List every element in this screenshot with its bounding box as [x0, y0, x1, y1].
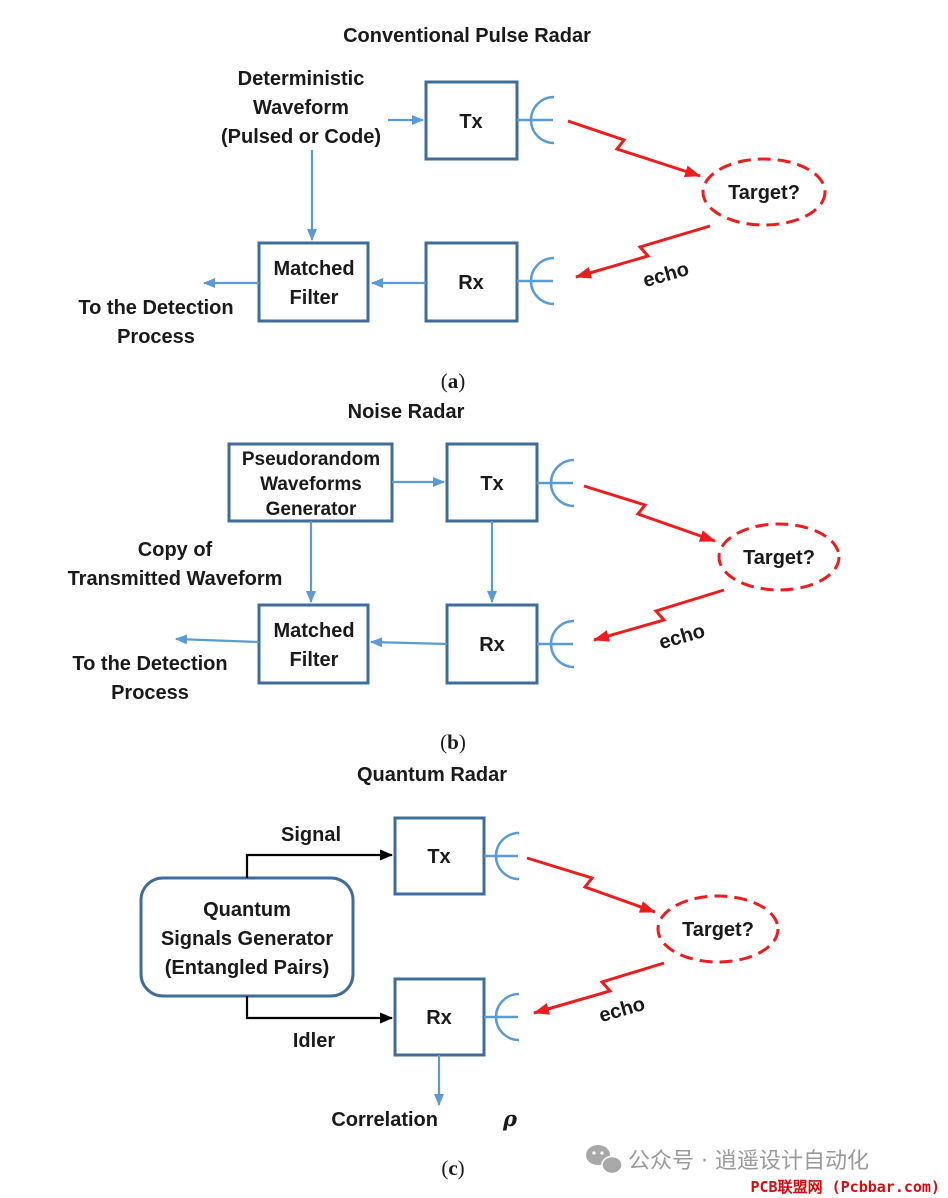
panel-c-rx-antenna-icon — [484, 992, 520, 1042]
panel-a-echo-label: echo — [641, 258, 692, 292]
panel-a-target-label: Target? — [728, 182, 800, 204]
panel-b-gen-label-2: Waveforms — [260, 474, 362, 495]
watermark-text: 公众号 · 逍遥设计自动化 — [628, 1149, 869, 1174]
panel-a: Conventional Pulse Radar Deterministic W… — [78, 25, 827, 393]
panel-b-rx-to-filter-arrow — [370, 637, 448, 648]
panel-b-output-label-2: Process — [111, 682, 189, 704]
panel-a-tx-label: Tx — [459, 111, 482, 133]
panel-b-caption: (b) — [440, 730, 466, 754]
panel-b-rx-label: Rx — [479, 634, 505, 656]
panel-c-target-label: Target? — [682, 919, 754, 941]
panel-c-target-ellipse — [656, 894, 780, 964]
panel-a-caption: (a) — [441, 369, 466, 393]
panel-b: Noise Radar Pseudorandom Waveforms Gener… — [68, 401, 841, 754]
panel-c: Quantum Radar Quantum Signals Generator … — [139, 764, 780, 1180]
panel-a-tx-antenna-icon — [517, 95, 555, 145]
panel-c-gen-label-1: Quantum — [203, 899, 291, 921]
panel-c-rx-label: Rx — [426, 1007, 452, 1029]
panel-b-title: Noise Radar — [348, 401, 465, 423]
panel-b-output-label-1: To the Detection — [72, 653, 227, 675]
panel-b-target-ellipse — [717, 522, 841, 592]
panel-c-transmit-signal-arrow — [526, 856, 656, 914]
panel-b-tx-label: Tx — [480, 473, 503, 495]
panel-b-echo-signal-arrow — [593, 588, 725, 642]
panel-b-echo-label: echo — [657, 620, 708, 654]
panel-c-caption: (c) — [441, 1156, 464, 1180]
panel-a-input-label-1: Deterministic — [238, 68, 365, 90]
panel-a-output-label-2: Process — [117, 326, 195, 348]
panel-b-copy-label-2: Transmitted Waveform — [68, 568, 283, 590]
panel-a-filter-label-1: Matched — [273, 258, 354, 280]
panel-b-filter-label-1: Matched — [273, 620, 354, 642]
panel-c-gen-label-2: Signals Generator — [161, 928, 333, 950]
panel-c-echo-signal-arrow — [533, 961, 665, 1015]
panel-a-target-ellipse — [701, 157, 827, 227]
panel-a-transmit-signal-arrow — [567, 119, 701, 178]
signal-path-arrow — [245, 849, 393, 878]
panel-a-filter-label-2: Filter — [290, 287, 339, 309]
panel-c-tx-label: Tx — [427, 846, 450, 868]
panel-b-filter-label-2: Filter — [290, 649, 339, 671]
watermark: 公众号 · 逍遥设计自动化 PCB联盟网 (Pcbbar.com) — [586, 1145, 940, 1196]
panel-c-tx-box — [393, 816, 486, 896]
panel-c-rx-box — [393, 977, 486, 1057]
panel-a-echo-signal-arrow — [575, 224, 711, 279]
panel-c-tx-antenna-icon — [484, 831, 520, 881]
panel-c-idler-label: Idler — [293, 1030, 335, 1052]
idler-path-arrow — [245, 996, 393, 1024]
panel-c-signal-label: Signal — [281, 824, 341, 846]
panel-c-title: Quantum Radar — [357, 764, 507, 786]
panel-b-filter-output-arrow — [175, 634, 260, 645]
panel-c-rho-symbol: ρ — [502, 1106, 518, 1131]
panel-b-tx-box — [445, 442, 539, 523]
panel-b-matched-filter-box — [257, 603, 370, 685]
panel-a-input-label-2: Waveform — [253, 97, 349, 119]
panel-a-input-label-3: (Pulsed or Code) — [221, 126, 381, 148]
panel-a-matched-filter-box — [257, 241, 370, 323]
panel-b-gen-label-3: Generator — [266, 499, 357, 520]
panel-a-title: Conventional Pulse Radar — [343, 25, 591, 47]
panel-c-echo-label: echo — [597, 993, 648, 1027]
panel-b-copy-label-1: Copy of — [138, 539, 213, 561]
panel-a-output-label-1: To the Detection — [78, 297, 233, 319]
panel-b-transmit-signal-arrow — [583, 484, 716, 543]
panel-c-correlation-label: Correlation — [331, 1109, 438, 1131]
panel-a-rx-antenna-icon — [517, 256, 555, 306]
panel-b-target-label: Target? — [743, 547, 815, 569]
panel-a-rx-label: Rx — [458, 272, 484, 294]
panel-b-rx-antenna-icon — [537, 619, 575, 669]
panel-b-tx-antenna-icon — [537, 458, 575, 508]
wechat-icon — [586, 1145, 623, 1175]
panel-c-gen-label-3: (Entangled Pairs) — [165, 957, 329, 979]
panel-b-gen-label-1: Pseudorandom — [242, 449, 380, 470]
watermark-badge: PCB联盟网 (Pcbbar.com) — [751, 1178, 941, 1196]
